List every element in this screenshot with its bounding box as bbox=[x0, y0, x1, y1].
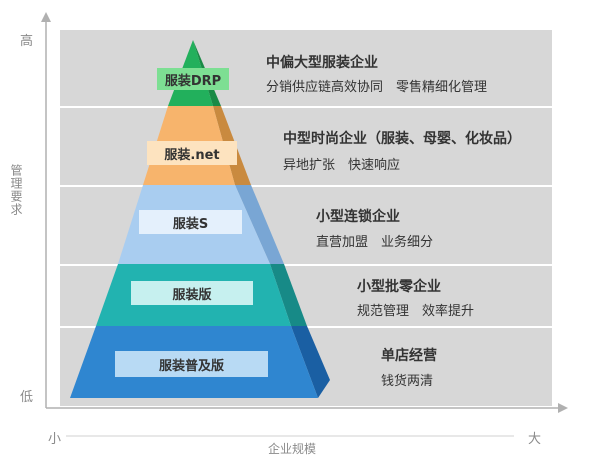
product-label-standard: 服装版 bbox=[131, 281, 253, 305]
pyramid-tier-4-side bbox=[270, 264, 307, 326]
band-2 bbox=[60, 108, 552, 185]
product-label-net: 服装.net bbox=[147, 141, 237, 165]
product-label-s: 服装S bbox=[139, 210, 242, 234]
tier-2-title: 中型时尚企业（服装、母婴、化妆品） bbox=[283, 131, 521, 147]
tier-2-desc: 异地扩张 快速响应 bbox=[283, 158, 401, 173]
x-axis-title: 企业规模 bbox=[268, 442, 317, 456]
y-axis-high-label: 高 bbox=[20, 34, 34, 49]
tier-1-title: 中偏大型服装企业 bbox=[266, 55, 378, 71]
product-label-drp: 服装DRP bbox=[157, 68, 229, 90]
tier-3-desc: 直营加盟 业务细分 bbox=[316, 235, 434, 250]
tier-3-title: 小型连锁企业 bbox=[316, 209, 400, 225]
x-axis-large-label: 大 bbox=[528, 432, 542, 447]
y-axis-arrow bbox=[41, 12, 51, 22]
tier-4-title: 小型批零企业 bbox=[357, 279, 441, 295]
band-1 bbox=[60, 30, 552, 106]
product-label-basic: 服装普及版 bbox=[115, 351, 268, 377]
pyramid-tier-5-side bbox=[291, 326, 330, 398]
x-axis-arrow bbox=[558, 403, 568, 413]
tier-1-desc: 分销供应链高效协同 零售精细化管理 bbox=[266, 80, 488, 95]
pyramid-tier-3-side bbox=[235, 185, 284, 264]
y-axis-low-label: 低 bbox=[20, 390, 34, 405]
y-axis-title: 管理要求 bbox=[9, 164, 23, 216]
x-axis-small-label: 小 bbox=[48, 432, 62, 447]
tier-5-desc: 钱货两清 bbox=[381, 374, 434, 389]
tier-4-desc: 规范管理 效率提升 bbox=[357, 304, 475, 319]
tier-5-title: 单店经营 bbox=[381, 348, 437, 364]
